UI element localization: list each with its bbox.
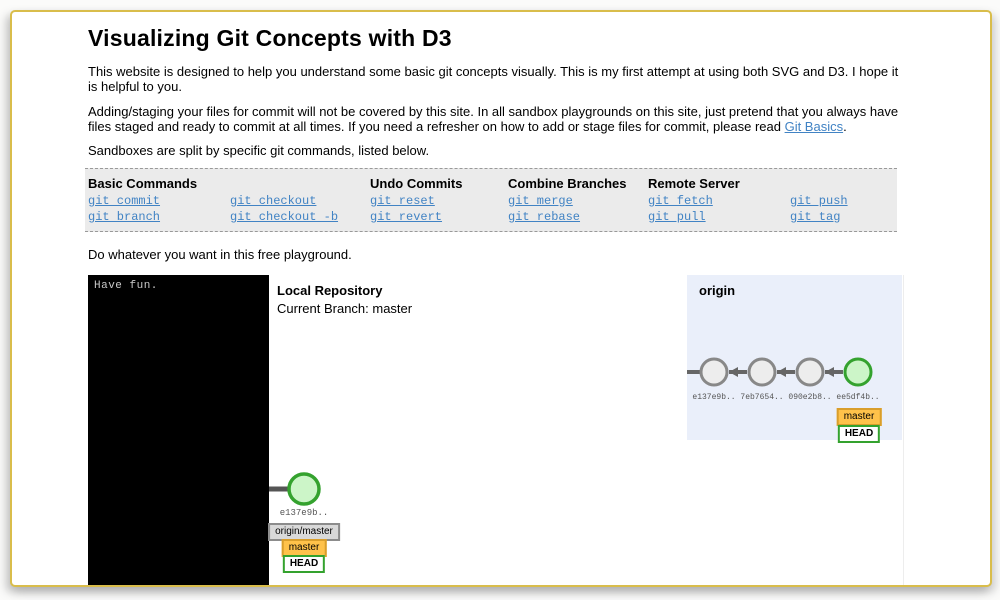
commit-node: [699, 357, 729, 387]
command-link-git-revert[interactable]: git revert: [370, 209, 443, 224]
head-tag: HEAD: [282, 555, 326, 574]
sandbox-note: Sandboxes are split by specific git comm…: [88, 143, 430, 159]
command-link-git-merge[interactable]: git merge: [508, 193, 573, 208]
terminal-log: Have fun.: [94, 280, 158, 293]
commit-node: [747, 357, 777, 387]
commit-node: [795, 357, 825, 387]
command-group-header: Remote Server: [648, 175, 740, 191]
command-link-git-commit[interactable]: git commit: [88, 193, 161, 208]
git-basics-link[interactable]: Git Basics: [784, 119, 844, 135]
command-link-git-pull[interactable]: git pull: [648, 209, 706, 224]
command-link-git-push[interactable]: git push: [790, 193, 848, 208]
command-column-remote-2: git push git tag: [790, 176, 897, 224]
playground: Have fun. $ Local Repository Current Bra…: [88, 275, 904, 585]
commit-hash-label: 090e2b8..: [788, 393, 831, 402]
command-group-header: Combine Branches: [508, 175, 627, 191]
origin-head-tag: HEAD: [837, 425, 881, 444]
content: Visualizing Git Concepts with D3 This we…: [12, 12, 990, 585]
command-column-remote: Remote Server git fetch git pull: [648, 176, 790, 224]
commit-hash-label: e137e9b..: [280, 508, 329, 518]
origin-repo-box: origin: [687, 275, 902, 444]
playground-note: Do whatever you want in this free playgr…: [88, 246, 352, 262]
origin-title: origin: [699, 283, 736, 299]
terminal: Have fun. $: [88, 275, 269, 585]
command-group-header: [230, 176, 370, 191]
command-link-git-checkout[interactable]: git checkout: [230, 193, 317, 208]
command-group-header: [790, 176, 897, 191]
commit-hash-label: ee5df4b..: [836, 393, 879, 402]
local-repo-title: Local Repository: [277, 283, 383, 299]
commit-hash-label: 7eb7654..: [740, 393, 783, 402]
intro-paragraph-1: This website is designed to help you und…: [88, 64, 899, 95]
command-column-combine: Combine Branches git merge git rebase: [508, 176, 648, 224]
command-link-git-checkout-b[interactable]: git checkout -b: [230, 209, 339, 224]
command-column-basic-2: git checkout git checkout -b: [230, 176, 370, 224]
repo-graph-stage: e137e9b.. origin/master master HEAD orig…: [268, 275, 904, 585]
command-link-git-branch[interactable]: git branch: [88, 209, 161, 224]
commit-hash-label: e137e9b..: [692, 393, 735, 402]
command-link-git-rebase[interactable]: git rebase: [508, 209, 581, 224]
local-repo-header: Local Repository Current Branch: master: [277, 283, 412, 317]
origin-commit-graph: e137e9b.. 7eb7654.. 090e2b8.. ee5df4b..: [687, 357, 880, 402]
command-link-git-fetch[interactable]: git fetch: [648, 193, 713, 208]
command-column-undo: Undo Commits git reset git revert: [370, 176, 508, 224]
commit-node-head: [287, 472, 321, 506]
command-column-basic: Basic Commands git commit git branch: [88, 176, 230, 224]
intro-paragraph-2: Adding/staging your files for commit wil…: [88, 104, 906, 135]
command-table: Basic Commands git commit git branch git…: [85, 167, 897, 232]
command-group-header: Basic Commands: [88, 175, 198, 191]
command-link-git-tag[interactable]: git tag: [790, 209, 841, 224]
command-group-header: Undo Commits: [370, 175, 463, 191]
commit-node-head: [843, 357, 873, 387]
page-title: Visualizing Git Concepts with D3: [88, 25, 452, 51]
origin-branch-tag-master: master: [836, 408, 882, 427]
page-frame: Visualizing Git Concepts with D3 This we…: [10, 10, 992, 587]
intro2-suffix: .: [843, 119, 847, 135]
local-commit-graph: e137e9b..: [269, 472, 329, 518]
command-link-git-reset[interactable]: git reset: [370, 193, 435, 208]
current-branch-label: Current Branch: master: [277, 301, 413, 317]
intro2-text: Adding/staging your files for commit wil…: [88, 103, 899, 135]
